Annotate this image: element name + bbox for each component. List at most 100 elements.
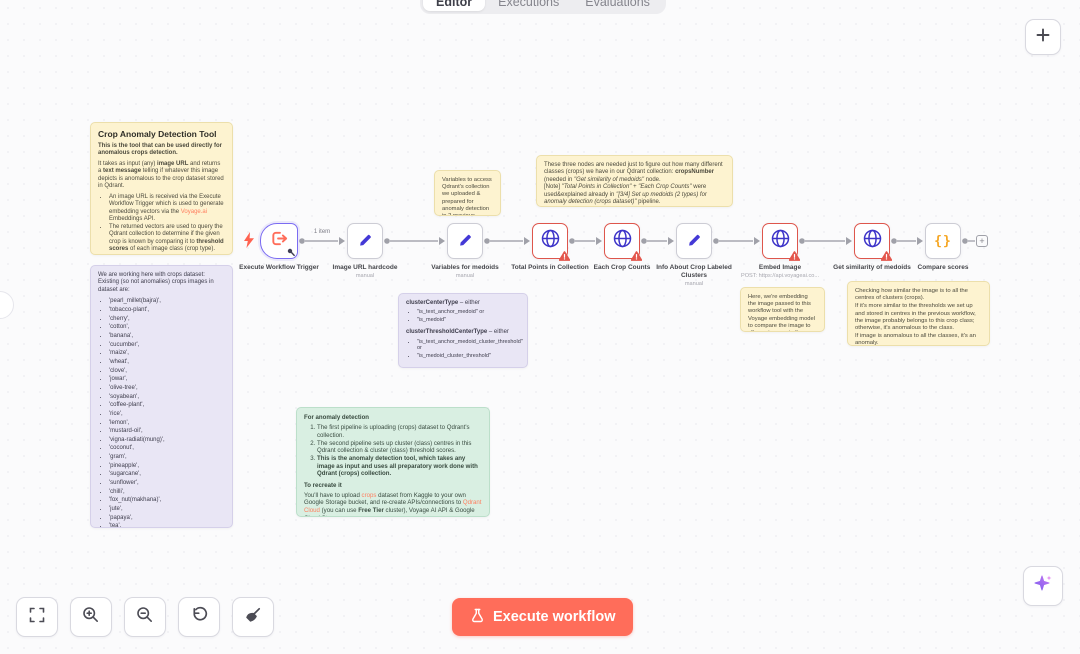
node-subtitle: manual — [455, 272, 475, 279]
list-item: 'clove', — [109, 367, 225, 375]
tab-editor[interactable]: Editor — [423, 0, 486, 11]
note-title: For anomaly detection — [304, 414, 370, 421]
note-text: These three nodes are needed just to fig… — [544, 162, 723, 183]
list-item: 'cotton', — [109, 323, 225, 331]
crops-list: 'pearl_millet(bajra)','tobacco-plant','c… — [98, 297, 225, 527]
node-label: Variables for medoids — [431, 264, 499, 271]
sticky-note-checking-similarity[interactable]: Checking how similar the image is to all… — [847, 281, 990, 346]
node-label: Get similarity of medoids — [833, 264, 911, 271]
list-item: 'cucumber', — [109, 341, 225, 349]
add-connected-node-button[interactable]: + — [976, 235, 988, 247]
note-text: [Note] "Total Points in Collection" + "E… — [544, 184, 707, 206]
list-item: 'chilli', — [109, 488, 225, 496]
node-label: Compare scores — [917, 264, 969, 271]
view-tabs: Editor Executions Evaluations — [420, 0, 666, 14]
node-subtitle: POST: https://api.voyageai.co... — [740, 272, 820, 279]
execute-workflow-trigger-icon — [270, 229, 289, 253]
node-info-about-crop-labeled-clusters[interactable] — [676, 223, 712, 259]
sparkle-icon — [1033, 573, 1054, 599]
list-item: 'sunflower', — [109, 479, 225, 487]
list-item: 'coconut', — [109, 444, 225, 452]
trigger-bolt-icon — [243, 232, 255, 248]
reset-zoom-button[interactable] — [178, 597, 220, 637]
list-item: 'tea', — [109, 522, 225, 527]
code-braces-icon: {} — [934, 233, 952, 249]
node-total-points-in-collection[interactable] — [532, 223, 571, 261]
list-item: 'pineapple', — [109, 462, 225, 470]
error-warning-icon — [630, 251, 643, 261]
list-item: 'maize', — [109, 349, 225, 357]
note-text: clusterCenterType – either — [406, 300, 480, 306]
execute-workflow-button[interactable]: Execute workflow — [452, 598, 634, 636]
node-get-similarity-of-medoids[interactable] — [854, 223, 893, 261]
zoom-out-icon — [136, 606, 154, 629]
note-text: Variables to access Qdrant's collection … — [442, 177, 492, 216]
flask-icon — [470, 608, 485, 627]
list-item: "is_medoid" — [417, 317, 520, 324]
note-text: Existing (so not anomalies) crops images… — [98, 279, 214, 293]
add-node-button[interactable] — [1025, 19, 1061, 55]
tab-evaluations[interactable]: Evaluations — [585, 0, 650, 9]
node-execute-workflow-trigger[interactable] — [260, 223, 298, 259]
note-bullet-list: An image URL is received via the Execute… — [98, 194, 225, 254]
list-item: 'gram', — [109, 453, 225, 461]
list-item: 'jute', — [109, 505, 225, 513]
list-item: 'coffee-plant', — [109, 401, 225, 409]
node-embed-image[interactable] — [762, 223, 801, 261]
zoom-out-button[interactable] — [124, 597, 166, 637]
list-item: 'tobacco-plant', — [109, 306, 225, 314]
ai-assistant-button[interactable] — [1023, 566, 1063, 606]
sticky-note-crops-dataset[interactable]: We are working here with crops dataset: … — [90, 265, 233, 528]
zoom-in-button[interactable] — [70, 597, 112, 637]
sticky-note-three-nodes[interactable]: These three nodes are needed just to fig… — [536, 155, 733, 207]
sticky-note-embedding[interactable]: Here, we're embedding the image passed t… — [740, 287, 825, 332]
note-title: Crop Anomaly Detection Tool — [98, 129, 217, 139]
http-request-globe-icon — [612, 228, 633, 254]
list-item: 'papaya', — [109, 514, 225, 522]
node-variables-for-medoids[interactable] — [447, 223, 483, 259]
broom-icon — [244, 606, 262, 629]
tidy-up-button[interactable] — [232, 597, 274, 637]
node-label: Execute Workflow Trigger — [239, 264, 319, 271]
node-label: Info About Crop Labeled Clusters — [656, 264, 732, 279]
node-subtitle: manual — [684, 280, 704, 287]
note-numbered-list: The first pipeline is uploading (crops) … — [304, 424, 482, 478]
fit-view-button[interactable] — [16, 597, 58, 637]
sticky-note-variables[interactable]: Variables to access Qdrant's collection … — [434, 170, 501, 216]
voyage-ai-link[interactable]: Voyage.ai — [180, 208, 208, 215]
list-item: "is_text_anchor_medoid" or — [417, 309, 520, 316]
list-item: "is_medoid_cluster_threshold" — [417, 353, 520, 360]
error-warning-icon — [788, 251, 801, 261]
list-item: 'fox_nut(makhana)', — [109, 496, 225, 504]
node-label: Image URL hardcode — [332, 264, 398, 271]
node-compare-scores[interactable]: {} — [925, 223, 961, 259]
list-item: 'vigna-radiati(mung)', — [109, 436, 225, 444]
sticky-note-anomaly-summary[interactable]: For anomaly detection The first pipeline… — [296, 407, 490, 517]
note-text: clusterThresholdCenterType – either — [406, 328, 509, 335]
node-each-crop-counts[interactable] — [604, 223, 643, 261]
list-item: "is_text_anchor_medoid_cluster_threshold… — [417, 339, 523, 353]
tab-executions[interactable]: Executions — [498, 0, 560, 9]
sticky-note-crop-anomaly-tool[interactable]: Crop Anomaly Detection Tool This is the … — [90, 122, 233, 255]
list-item: 'wheat', — [109, 358, 225, 366]
crops-dataset-link[interactable]: crops — [361, 491, 377, 499]
note-bullet-list: "is_text_anchor_medoid" or"is_medoid" — [406, 309, 520, 323]
execute-workflow-label: Execute workflow — [493, 609, 616, 625]
http-request-globe-icon — [770, 228, 791, 254]
note-text: It takes as input (any) image URL and re… — [98, 160, 224, 190]
qdrant-cloud-link[interactable]: Qdrant Cloud — [304, 499, 482, 515]
node-label: Each Crop Counts — [593, 264, 651, 271]
sticky-note-cluster-types[interactable]: clusterCenterType – either "is_text_anch… — [398, 293, 528, 368]
note-text: This is the tool that can be used direct… — [98, 143, 223, 157]
node-label: Embed Image — [758, 264, 802, 271]
note-title: To recreate it — [304, 481, 342, 489]
note-bullet-list: "is_text_anchor_medoid_cluster_threshold… — [406, 339, 523, 360]
note-text: Checking how similar the image is to all… — [855, 288, 968, 302]
zoom-in-icon — [82, 606, 100, 629]
node-image-url-hardcode[interactable] — [347, 223, 383, 259]
left-panel-toggle[interactable] — [0, 291, 14, 319]
edit-fields-icon — [458, 231, 473, 251]
http-request-globe-icon — [540, 228, 561, 254]
pinned-data-icon — [287, 248, 295, 257]
